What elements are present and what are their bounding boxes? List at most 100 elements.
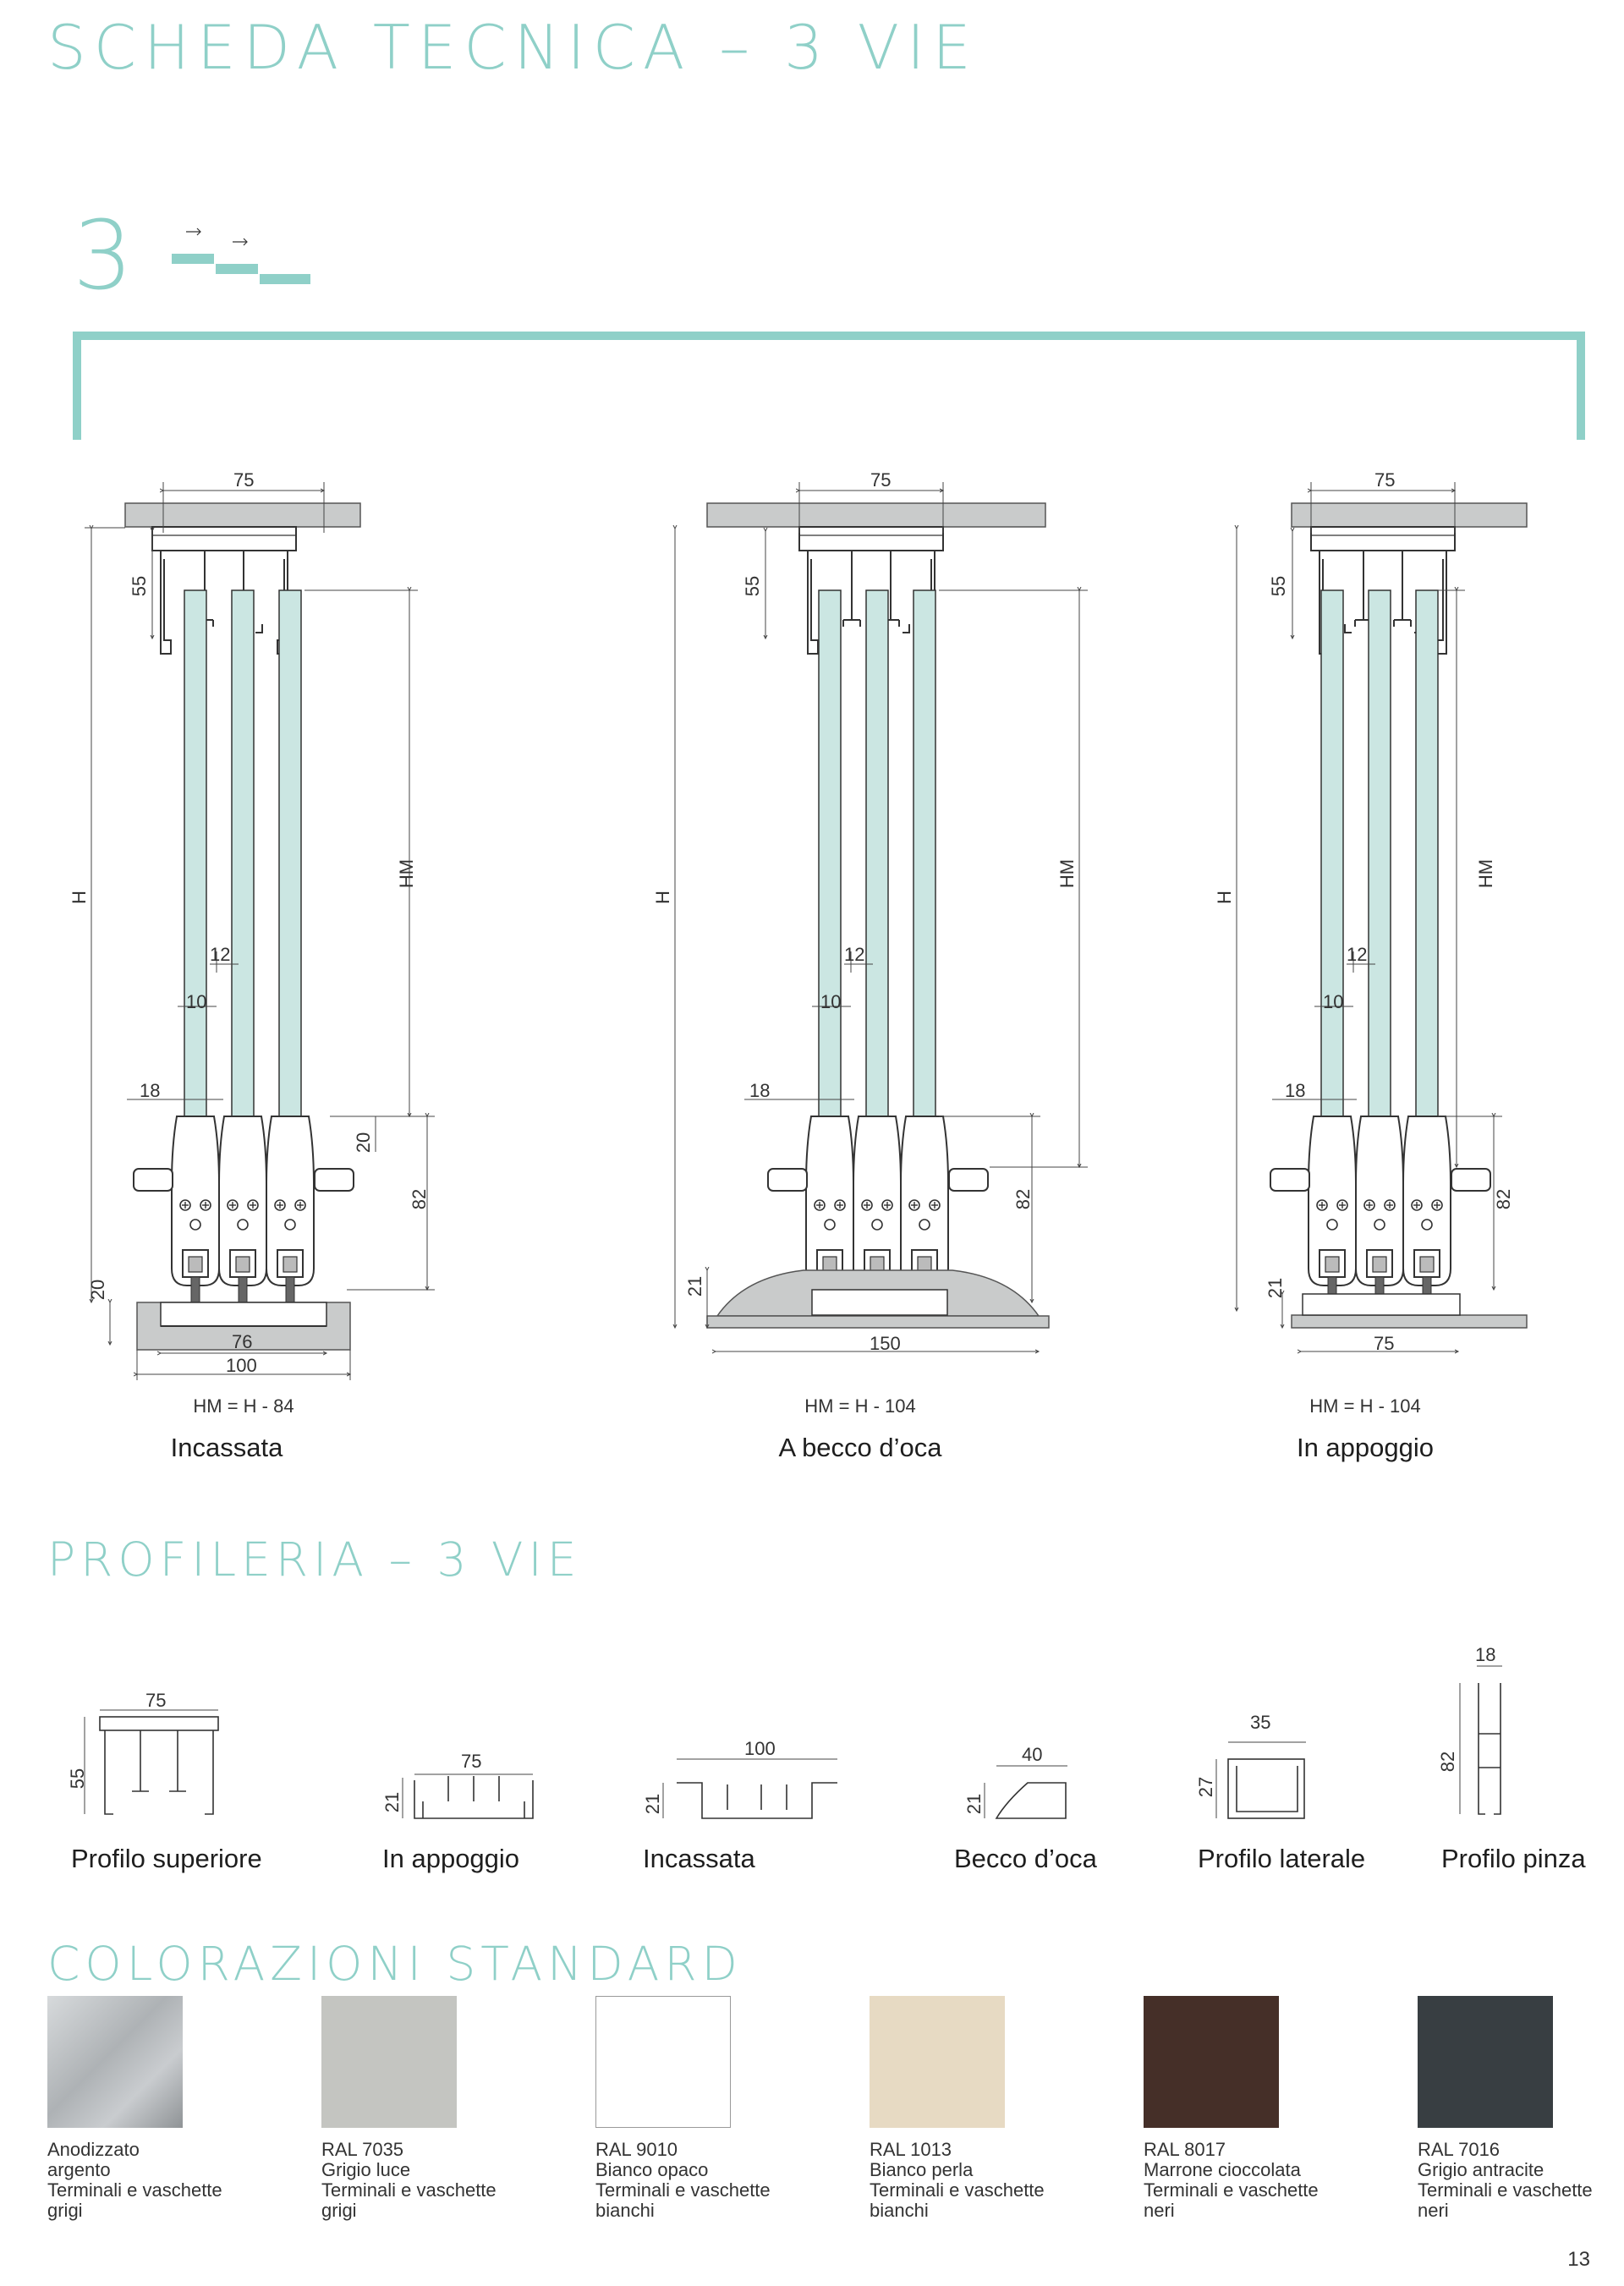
drawing-incassata	[85, 482, 435, 1380]
dim-base-height: 20	[87, 1279, 109, 1301]
dim-glass-10: 10	[1323, 991, 1344, 1012]
page-title: SCHEDA TECNICA – 3 VIE	[47, 12, 979, 83]
color-subname: Grigio luce	[321, 2159, 411, 2180]
color-text: RAL 8017 Marrone cioccolata Terminali e …	[1144, 2140, 1347, 2221]
dim-base-outer: 150	[870, 1333, 901, 1354]
drawing-becco-doca	[675, 482, 1088, 1351]
profile-dim-h: 27	[1195, 1776, 1217, 1798]
color-accessories: Terminali e vaschette	[870, 2179, 1045, 2201]
color-name: RAL 1013	[870, 2139, 952, 2160]
dim-glass-10: 10	[186, 991, 207, 1012]
page-number: 13	[1567, 2248, 1590, 2271]
color-text: Anodizzato argento Terminali e vaschette…	[47, 2140, 250, 2221]
color-text: RAL 9010 Bianco opaco Terminali e vasche…	[595, 2140, 798, 2221]
dim-overall-h: H	[1213, 891, 1235, 904]
section-bracket	[73, 332, 1585, 440]
dim-glass-12: 12	[844, 944, 865, 965]
color-text: RAL 7035 Grigio luce Terminali e vaschet…	[321, 2140, 524, 2221]
dim-glass-12: 12	[210, 944, 231, 965]
color-swatch-ral8017	[1144, 1996, 1279, 2128]
color-subname: argento	[47, 2159, 111, 2180]
profile-dim-w: 18	[1475, 1644, 1496, 1665]
ways-number: 3	[73, 201, 134, 311]
color-name: RAL 7035	[321, 2139, 404, 2160]
color-accessories: Terminali e vaschette	[321, 2179, 497, 2201]
dim-glass-12: 12	[1347, 944, 1368, 965]
profile-dim-w: 75	[145, 1690, 167, 1711]
formula-becco: HM = H - 104	[804, 1395, 916, 1417]
dim-left-18: 18	[749, 1080, 771, 1101]
color-subname: Grigio antracite	[1418, 2159, 1544, 2180]
color-name: RAL 9010	[595, 2139, 678, 2160]
profile-sections	[84, 1665, 1502, 1819]
dim-top-width: 75	[233, 469, 255, 491]
dim-top-width: 75	[1374, 469, 1396, 491]
color-subname: Marrone cioccolata	[1144, 2159, 1301, 2180]
color-accessories-color: grigi	[321, 2200, 357, 2221]
dim-base-outer: 100	[226, 1355, 257, 1376]
dim-top-height: 55	[1268, 575, 1290, 597]
color-accessories: Terminali e vaschette	[1418, 2179, 1593, 2201]
technical-drawings	[85, 482, 1528, 1380]
dim-hm: HM	[1056, 858, 1078, 889]
color-subname: Bianco opaco	[595, 2159, 709, 2180]
colorazioni-title: COLORAZIONI STANDARD	[47, 1937, 743, 1991]
color-accessories-color: grigi	[47, 2200, 83, 2221]
dim-bottom-82: 82	[1012, 1188, 1034, 1210]
profile-dim-w: 75	[461, 1751, 482, 1772]
dim-left-18: 18	[140, 1080, 161, 1101]
color-subname: Bianco perla	[870, 2159, 974, 2180]
color-name: RAL 8017	[1144, 2139, 1226, 2160]
profile-dim-h: 55	[67, 1768, 89, 1790]
dim-left-18: 18	[1285, 1080, 1306, 1101]
color-accessories: Terminali e vaschette	[595, 2179, 771, 2201]
caption-becco: A becco d’oca	[778, 1433, 942, 1462]
three-way-stepped-icon	[172, 228, 310, 284]
profile-dim-w: 40	[1022, 1744, 1043, 1765]
dim-top-height: 55	[742, 575, 764, 597]
profile-dim-h: 21	[642, 1793, 664, 1815]
dim-top-width: 75	[870, 469, 892, 491]
profile-label-incassata: Incassata	[643, 1844, 755, 1873]
profile-dim-h: 21	[381, 1791, 403, 1813]
dim-base-height: 21	[684, 1275, 706, 1297]
color-accessories: Terminali e vaschette	[1144, 2179, 1319, 2201]
profile-dim-h: 21	[963, 1793, 985, 1815]
profile-dim-w: 35	[1250, 1712, 1271, 1733]
color-swatch-ral9010	[595, 1996, 731, 2128]
dim-top-height: 55	[129, 575, 151, 597]
profile-dim-w: 100	[744, 1738, 776, 1759]
profile-label-superiore: Profilo superiore	[71, 1844, 262, 1873]
color-accessories-color: neri	[1418, 2200, 1449, 2221]
color-name: Anodizzato	[47, 2139, 140, 2160]
dim-base-inner: 76	[232, 1331, 253, 1352]
color-swatch-ral7035	[321, 1996, 457, 2128]
color-accessories-color: neri	[1144, 2200, 1175, 2221]
dim-overall-h: H	[651, 891, 673, 904]
color-swatch-anodizzato	[47, 1996, 183, 2128]
dim-base-height: 21	[1265, 1277, 1287, 1299]
dim-overall-h: H	[68, 891, 90, 904]
drawing-in-appoggio	[1237, 482, 1528, 1351]
color-swatch-ral1013	[870, 1996, 1005, 2128]
dim-base-outer: 75	[1374, 1333, 1395, 1354]
dim-glass-10: 10	[820, 991, 842, 1012]
color-text: RAL 7016 Grigio antracite Terminali e va…	[1418, 2140, 1621, 2221]
caption-appoggio: In appoggio	[1296, 1433, 1435, 1462]
formula-incassata: HM = H - 84	[193, 1395, 294, 1417]
profile-dim-h: 82	[1437, 1751, 1459, 1773]
profile-label-becco: Becco d’oca	[954, 1844, 1097, 1873]
profile-label-laterale: Profilo laterale	[1198, 1844, 1366, 1873]
color-text: RAL 1013 Bianco perla Terminali e vasche…	[870, 2140, 1073, 2221]
color-accessories-color: bianchi	[595, 2200, 655, 2221]
profile-label-pinza: Profilo pinza	[1441, 1844, 1586, 1873]
dim-bottom-82: 82	[409, 1188, 431, 1210]
color-name: RAL 7016	[1418, 2139, 1501, 2160]
dim-bottom-82: 82	[1493, 1188, 1515, 1210]
color-accessories-color: bianchi	[870, 2200, 929, 2221]
dim-rail-20: 20	[353, 1132, 375, 1154]
formula-appoggio: HM = H - 104	[1309, 1395, 1421, 1417]
caption-incassata: Incassata	[170, 1433, 283, 1462]
profile-label-appoggio: In appoggio	[382, 1844, 520, 1873]
color-accessories: Terminali e vaschette	[47, 2179, 222, 2201]
